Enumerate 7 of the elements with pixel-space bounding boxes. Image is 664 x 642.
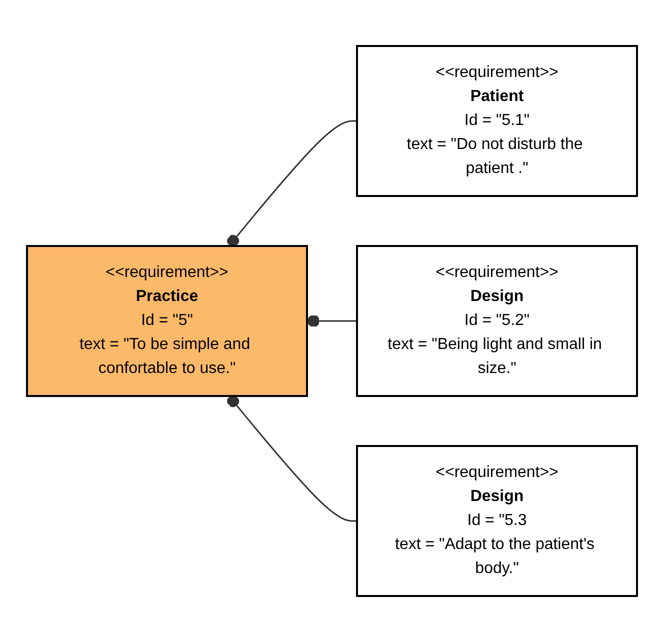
connector [227,395,357,522]
node-box: <<requirement>> Practice Id = "5" text = "To be simple and confortable to use." [26,245,308,397]
node-box: <<requirement>> Patient Id = "5.1" text = "Do not disturb the patient ." [356,45,638,197]
connector [307,314,357,328]
node-box: <<requirement>> Design Id = "5.3 text = "Adapt to the patient's body." [356,445,638,597]
node-box: <<requirement>> Design Id = "5.2" text = "Being light and small in size." [356,245,638,397]
connector [227,120,357,247]
